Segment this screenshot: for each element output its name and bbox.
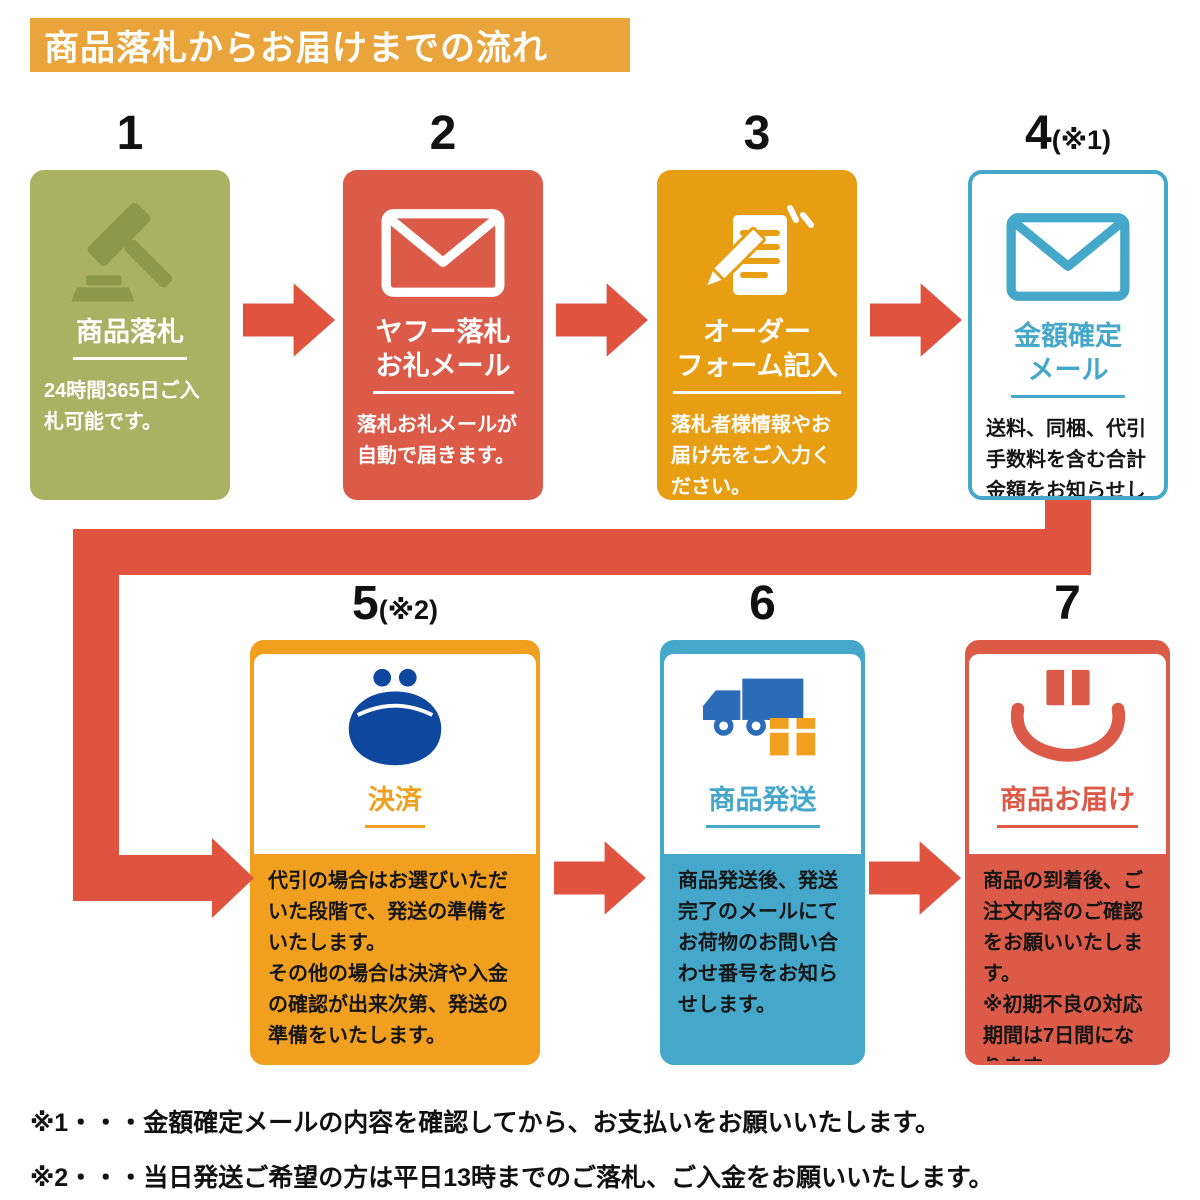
step-number: 4(※1) <box>1025 107 1111 160</box>
step-card: 決済 代引の場合はお選びいただいた段階で、発送の準備をいたします。 その他の場合… <box>250 640 540 1065</box>
step-title: 商品落札 <box>73 316 187 360</box>
arrow-right-icon <box>554 841 646 915</box>
footnote-2: ※2・・・当日発送ご希望の方は平日13時までのご落札、ご入金をお願いいたします。 <box>30 1164 994 1192</box>
step-card: オーダー フォーム記入 落札者様情報やお届け先をご入力ください。 <box>657 170 857 500</box>
step-title: 決済 <box>365 784 425 828</box>
step-5: 5(※2) 決済 代引の場合はお選びいただいた段階で、発送の準備をいたします。 … <box>250 580 540 1065</box>
step-description: 商品の到着後、ご注文内容のご確認をお願いいたします。 ※初期不良の対応期間は7日… <box>983 870 1143 1061</box>
step-description: 代引の場合はお選びいただいた段階で、発送の準備をいたします。 その他の場合は決済… <box>268 870 508 1047</box>
step-title: オーダー フォーム記入 <box>673 316 841 394</box>
step-title: 金額確定 メール <box>1011 320 1125 398</box>
step-number: 6 <box>749 577 776 630</box>
mail-icon <box>343 192 543 314</box>
flow-connector <box>73 529 1091 575</box>
step-number: 5(※2) <box>352 577 438 630</box>
step-4: 4(※1) 金額確定 メール 送料、同梱、代引手数料を含む合計金額をお知らせしま… <box>968 110 1168 500</box>
step-number: 2 <box>429 107 457 160</box>
step-description: 落札者様情報やお届け先をご入力ください。 <box>671 413 831 498</box>
step-description: 落札お礼メールが自動で届きます。 <box>357 413 517 467</box>
step-title: 商品発送 <box>705 784 820 828</box>
mail-icon <box>972 196 1164 318</box>
step-7: 7 商品お届け 商品の到着後、ご注文内容のご確認をお願いいた <box>965 580 1170 1065</box>
step-number: 7 <box>1054 577 1081 630</box>
step-description: 商品発送後、発送完了のメールにてお荷物のお問い合わせ番号をお知らせします。 <box>678 870 838 1016</box>
page-title: 商品落札からお届けまでの流れ <box>30 18 630 72</box>
step-title: ヤフー落札 お礼メール <box>372 316 514 394</box>
step-number: 1 <box>116 107 144 160</box>
coin-purse-icon <box>254 654 536 782</box>
arrow-right-icon <box>870 283 962 357</box>
flow-connector <box>73 855 214 901</box>
step-card: 商品お届け 商品の到着後、ご注文内容のご確認をお願いいたします。 ※初期不良の対… <box>965 640 1170 1065</box>
gavel-icon <box>30 192 230 314</box>
step-card: 金額確定 メール 送料、同梱、代引手数料を含む合計金額をお知らせします。 <box>968 170 1168 500</box>
step-title: 商品お届け <box>997 784 1138 828</box>
step-1: 1 商品落札 24時間365日ご入札可能です。 <box>30 110 230 500</box>
step-description: 送料、同梱、代引手数料を含む合計金額をお知らせします。 <box>986 417 1146 500</box>
order-form-icon <box>657 192 857 314</box>
arrow-right-icon <box>556 283 648 357</box>
step-card: 商品発送 商品発送後、発送完了のメールにてお荷物のお問い合わせ番号をお知らせしま… <box>660 640 865 1065</box>
arrow-right-icon <box>243 283 335 357</box>
step-2: 2 ヤフー落札 お礼メール 落札お礼メールが自動で届きます。 <box>343 110 543 500</box>
delivery-truck-icon <box>664 654 861 782</box>
step-number: 3 <box>743 107 771 160</box>
hands-package-icon <box>969 654 1166 782</box>
page-title-text: 商品落札からお届けまでの流れ <box>44 28 549 68</box>
step-description: 24時間365日ご入札可能です。 <box>44 379 200 433</box>
flow-connector-arrowhead <box>212 838 254 918</box>
step-6: 6 <box>660 580 865 1065</box>
step-card: ヤフー落札 お礼メール 落札お礼メールが自動で届きます。 <box>343 170 543 500</box>
step-3: 3 オーダー フォーム記入 <box>657 110 857 500</box>
arrow-right-icon <box>869 841 961 915</box>
flow-connector <box>73 529 119 901</box>
footnote-1: ※1・・・金額確定メールの内容を確認してから、お支払いをお願いいたします。 <box>30 1109 940 1137</box>
step-card: 商品落札 24時間365日ご入札可能です。 <box>30 170 230 500</box>
